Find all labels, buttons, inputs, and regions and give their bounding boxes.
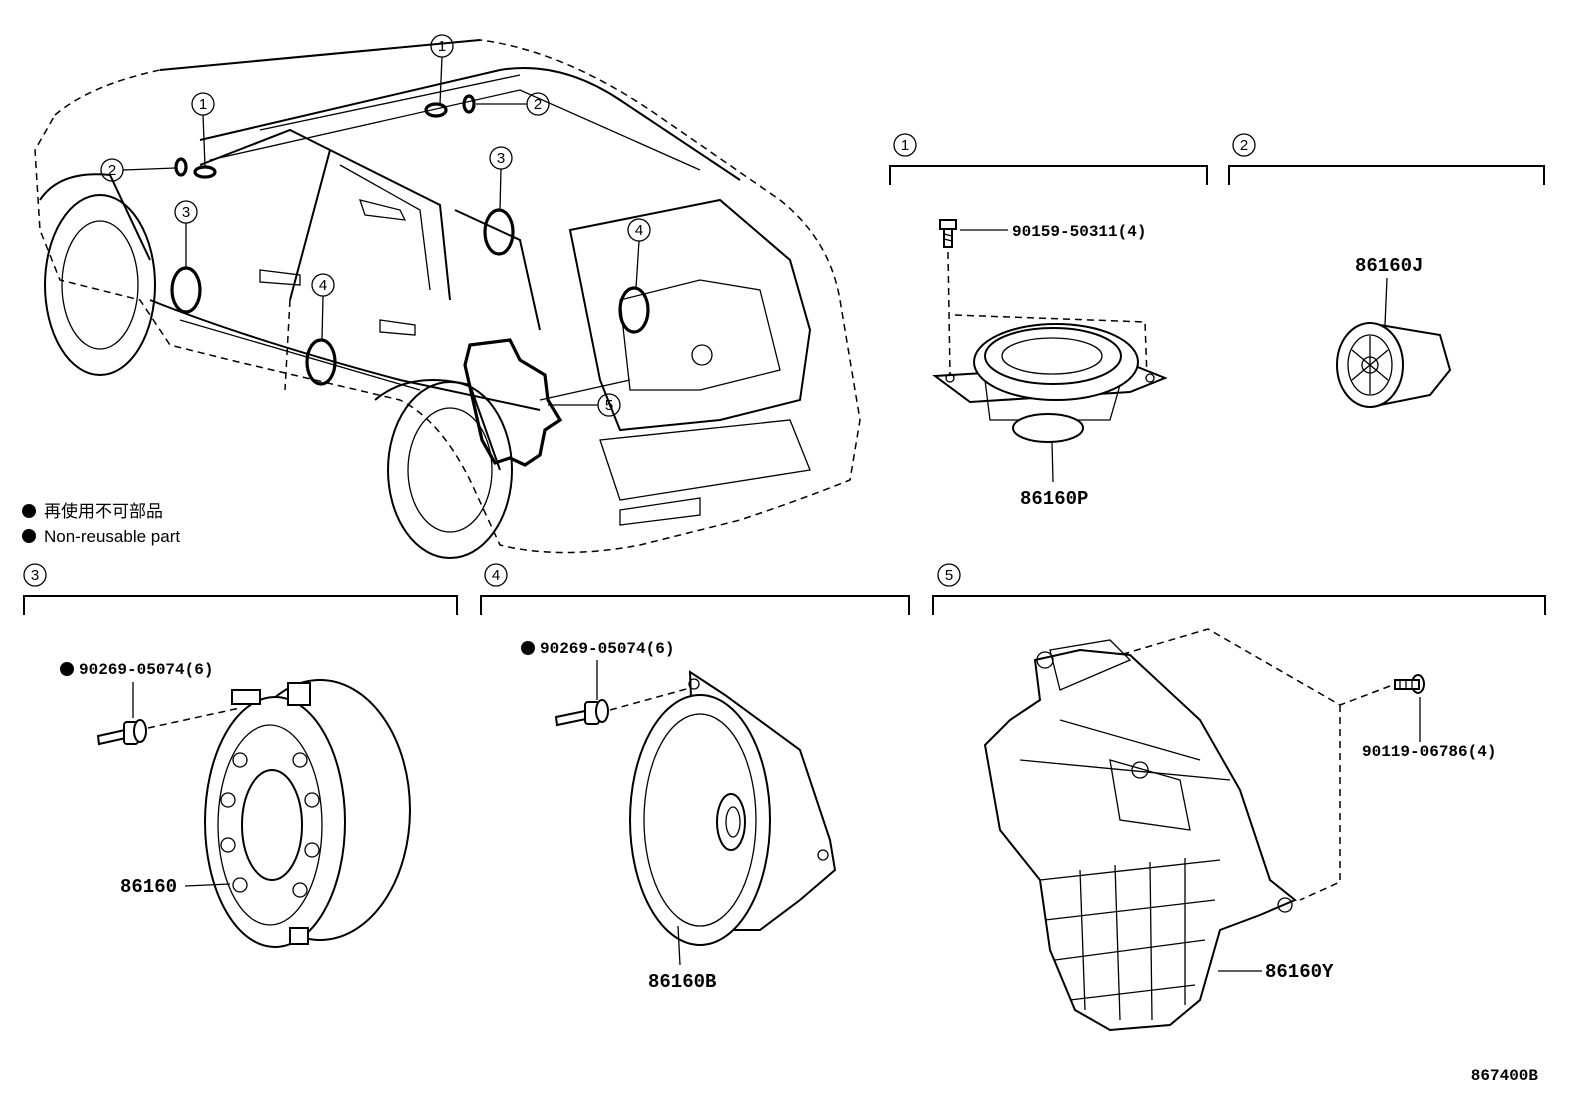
rear-wheel	[374, 379, 513, 559]
svg-text:2: 2	[108, 162, 116, 179]
vehicle-callout-3-rear: 3	[489, 146, 513, 211]
svg-text:1: 1	[199, 96, 207, 113]
roof-tweeter-marker	[424, 102, 448, 118]
legend-en: Non-reusable part	[44, 527, 180, 546]
section-3: 3 90269-05074(6) 8616	[23, 563, 458, 948]
front-door-speaker-marker	[170, 266, 202, 314]
vehicle-callout-2-roof: 2	[476, 92, 550, 116]
vehicle-illustration: 1 2 1 2 3 4 3	[34, 34, 861, 559]
svg-text:3: 3	[182, 204, 190, 221]
front-dash-speaker-marker	[193, 165, 217, 179]
rivet-90269-icon	[554, 699, 609, 727]
legend-jp: 再使用不可部品	[44, 501, 163, 521]
non-reusable-dot-icon	[521, 641, 535, 655]
part-86160y: 86160Y	[1265, 961, 1334, 983]
vehicle-callout-2-front: 2	[100, 158, 176, 182]
vehicle-callout-5: 5	[548, 393, 621, 417]
part-90119-06786: 90119-06786(4)	[1362, 743, 1496, 761]
speaker-86160p	[932, 323, 1168, 443]
part-86160j: 86160J	[1355, 255, 1423, 277]
part-90269-05074-b: 90269-05074(6)	[540, 640, 674, 658]
front-wheel	[39, 173, 156, 376]
vehicle-callout-1-roof: 1	[430, 34, 454, 105]
non-reusable-dot-icon	[22, 529, 36, 543]
roof-speaker-marker	[462, 94, 476, 114]
part-90159-50311: 90159-50311(4)	[1012, 223, 1146, 241]
svg-text:5: 5	[605, 397, 613, 414]
rear-pillar-speaker-marker	[483, 208, 515, 256]
section-2-number: 2	[1240, 137, 1248, 154]
speaker-86160	[204, 679, 411, 948]
section-1-number: 1	[901, 137, 909, 154]
subwoofer-outline	[463, 338, 563, 467]
section-4: 4 90269-05074(6) 86160B	[480, 563, 910, 993]
svg-text:3: 3	[497, 150, 505, 167]
section-3-number: 3	[31, 567, 39, 584]
vehicle-callout-4-rear: 4	[627, 218, 651, 289]
section-4-number: 4	[492, 567, 500, 584]
front-tweeter-marker	[174, 157, 188, 177]
legend: 再使用不可部品 Non-reusable part	[22, 501, 180, 546]
section-2: 2 86160J	[1228, 133, 1545, 408]
section-5-number: 5	[945, 567, 953, 584]
illustration-id: 867400B	[1471, 1067, 1539, 1085]
rear-quarter-speaker-marker	[618, 286, 650, 334]
vehicle-callout-3-front: 3	[174, 200, 198, 268]
svg-text:2: 2	[534, 96, 542, 113]
svg-text:4: 4	[635, 222, 643, 239]
bolt-90119-icon	[1394, 674, 1425, 694]
part-86160: 86160	[120, 876, 177, 898]
vehicle-callout-1-front: 1	[191, 92, 215, 167]
non-reusable-dot-icon	[60, 662, 74, 676]
tweeter-86160j	[1336, 322, 1452, 408]
part-86160b: 86160B	[648, 971, 716, 993]
subwoofer-86160y	[983, 639, 1297, 1032]
part-86160p: 86160P	[1020, 488, 1088, 510]
svg-text:4: 4	[319, 277, 327, 294]
rivet-90269-icon	[96, 719, 147, 746]
rear-door-speaker-marker	[305, 338, 337, 386]
vehicle-callout-4-rear-door: 4	[311, 273, 335, 341]
part-90269-05074-a: 90269-05074(6)	[79, 661, 213, 679]
bolt-90159-icon	[939, 219, 957, 248]
section-5: 5 90119-06786(4)	[932, 563, 1546, 1032]
non-reusable-dot-icon	[22, 504, 36, 518]
section-1: 1 90159-50311(4) 86160P	[889, 133, 1208, 510]
speaker-86160b	[629, 670, 837, 946]
svg-text:1: 1	[438, 38, 446, 55]
